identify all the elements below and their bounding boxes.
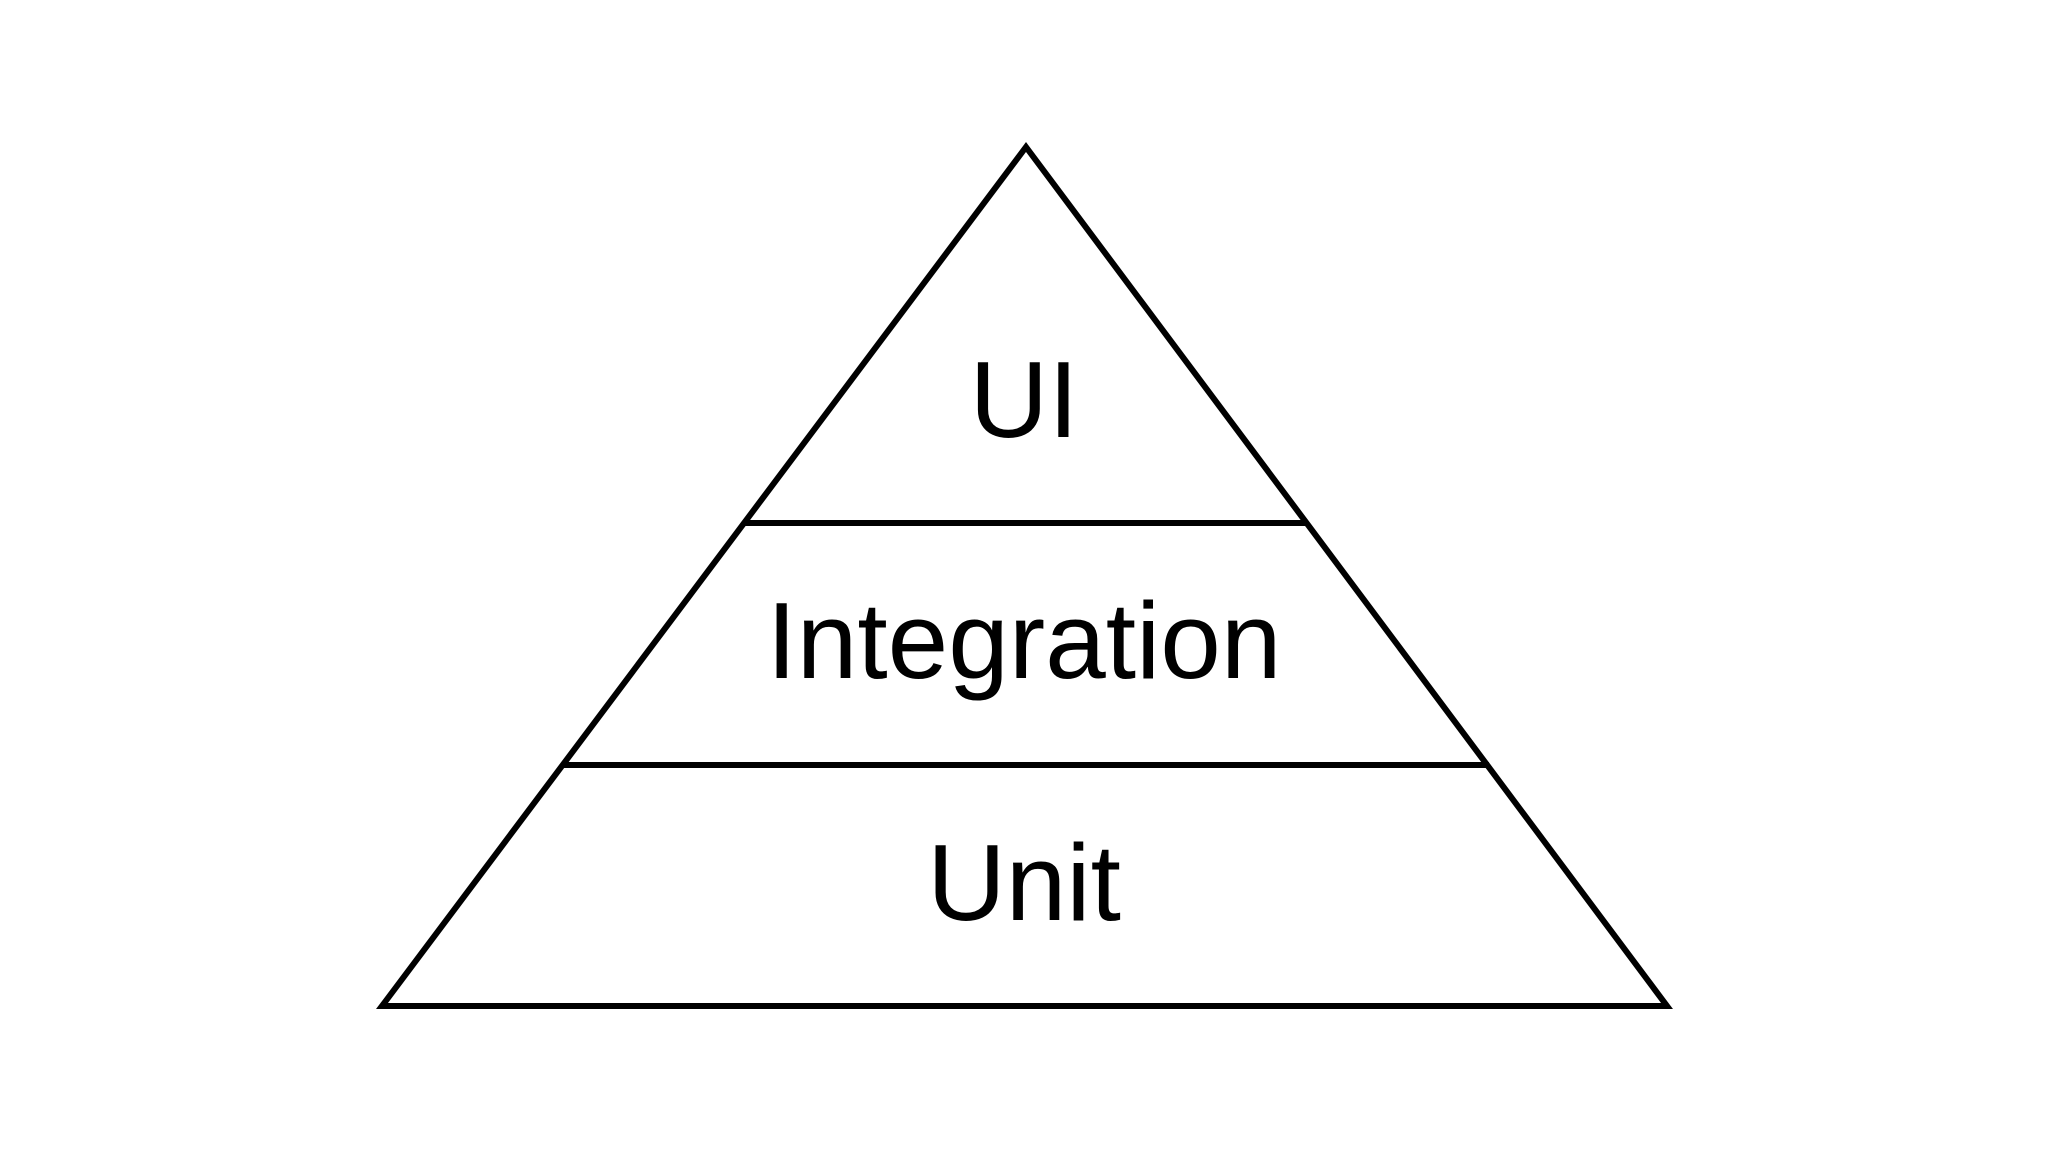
pyramid-outline [376, 141, 1673, 1009]
level-label-ui: UI [970, 339, 1079, 461]
level-label-unit: Unit [927, 822, 1121, 944]
level-label-integration: Integration [766, 580, 1281, 702]
